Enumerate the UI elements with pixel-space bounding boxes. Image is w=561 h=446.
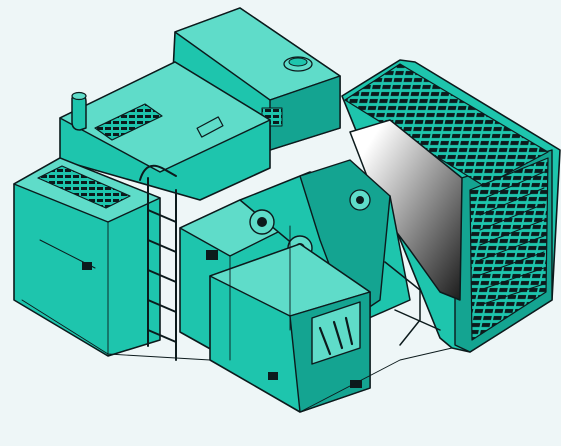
access-ladder	[139, 164, 177, 361]
front-vent	[311, 301, 361, 365]
badge-front	[350, 380, 362, 388]
panel-details	[21, 197, 453, 413]
side-grille	[37, 165, 131, 209]
exhaust-pipe	[71, 91, 87, 131]
left-side-panel	[13, 157, 161, 357]
hood-latch	[196, 116, 224, 138]
badge-right	[268, 372, 278, 380]
boom-mount	[239, 159, 441, 346]
fuel-cap	[206, 250, 218, 260]
radiator-top-grille	[344, 63, 549, 187]
badge-left	[82, 262, 92, 270]
engine-hood	[59, 61, 271, 201]
hood-grille	[94, 103, 163, 141]
